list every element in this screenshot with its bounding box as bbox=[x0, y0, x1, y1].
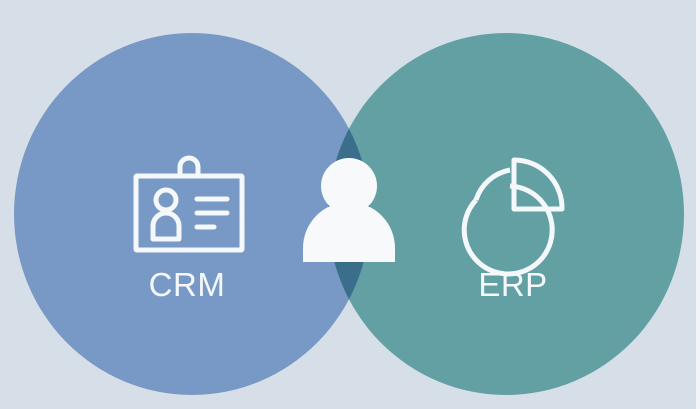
erp-label: ERP bbox=[478, 266, 548, 303]
crm-label: CRM bbox=[148, 266, 226, 303]
id-badge-icon bbox=[133, 155, 245, 253]
pie-chart-icon bbox=[461, 157, 565, 277]
crm-circle bbox=[14, 33, 370, 395]
erp-circle bbox=[328, 33, 684, 395]
person-icon bbox=[303, 158, 395, 262]
right-edge-strip bbox=[696, 0, 700, 409]
